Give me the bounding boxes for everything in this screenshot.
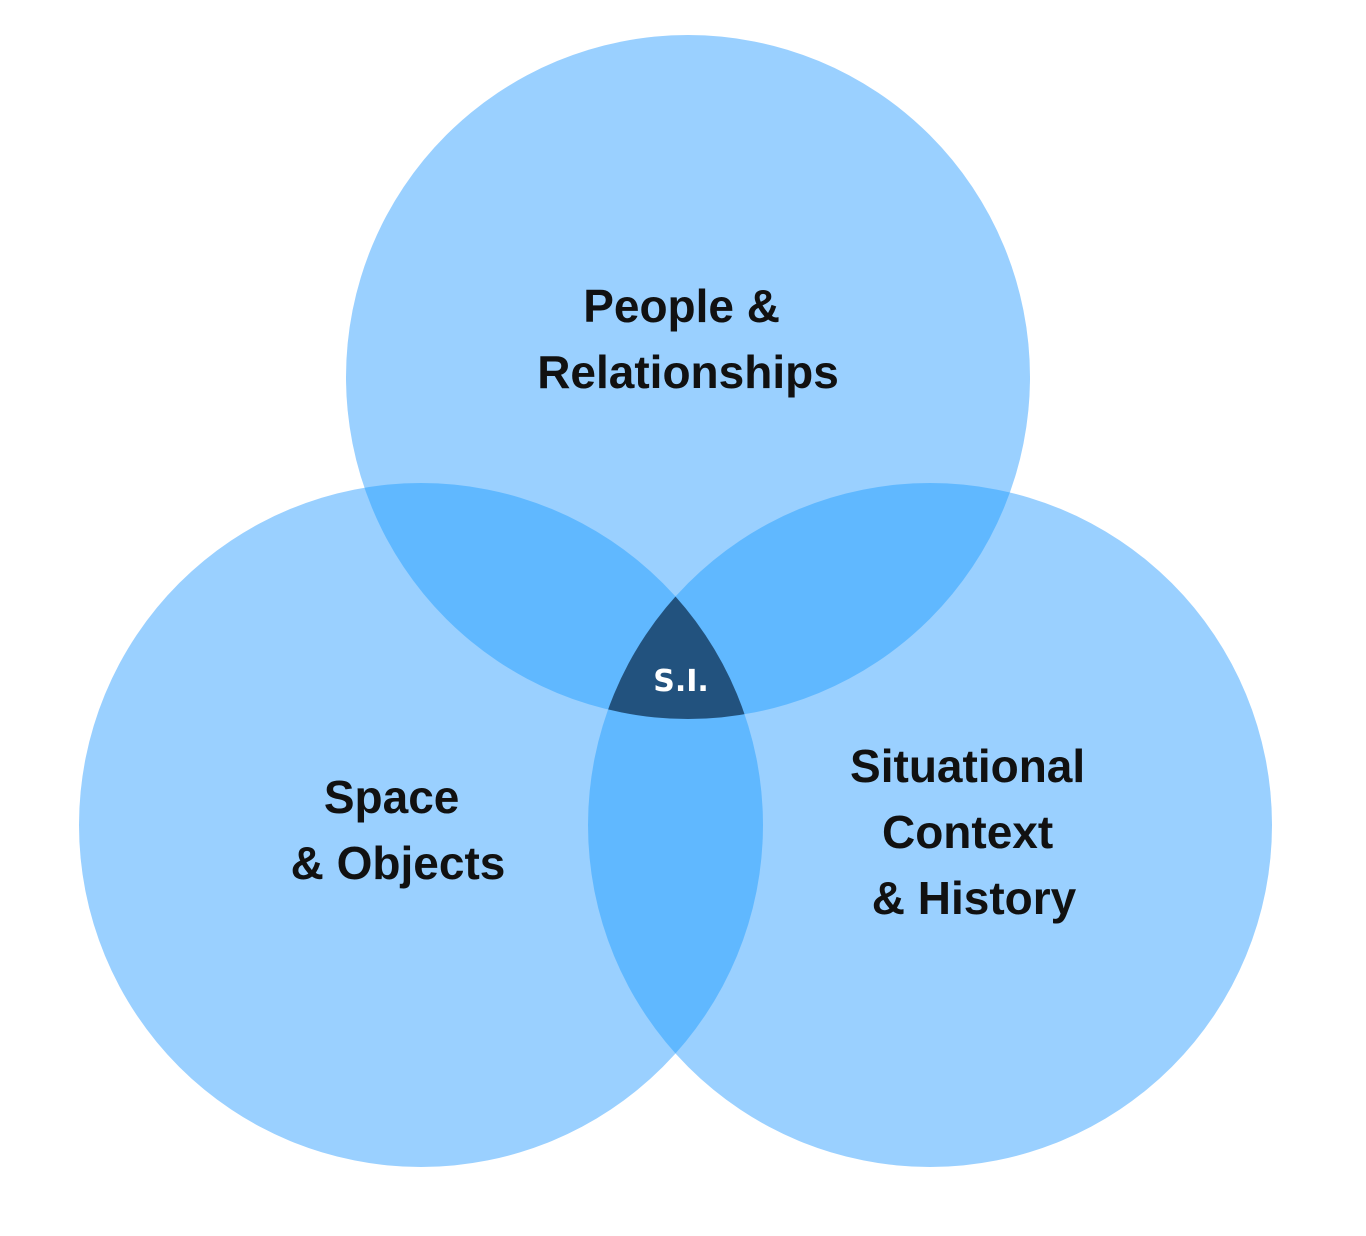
label-people-line-2: Relationships	[537, 346, 839, 398]
label-situational-line-1: Situational	[850, 740, 1085, 792]
overlap-top-right	[588, 483, 1030, 719]
label-people-line-1: People &	[583, 280, 780, 332]
label-people-relationships: People & Relationships	[537, 280, 839, 398]
label-situational-line-3: & History	[872, 872, 1077, 924]
label-situational-line-2: Context	[882, 806, 1053, 858]
label-space-line-2: & Objects	[291, 837, 506, 889]
overlap-top-left	[346, 483, 763, 719]
label-space-line-1: Space	[324, 771, 460, 823]
label-space-objects: Space & Objects	[291, 771, 506, 889]
label-situational-context: Situational Context & History	[850, 740, 1098, 924]
label-center: S.I.	[653, 664, 709, 699]
